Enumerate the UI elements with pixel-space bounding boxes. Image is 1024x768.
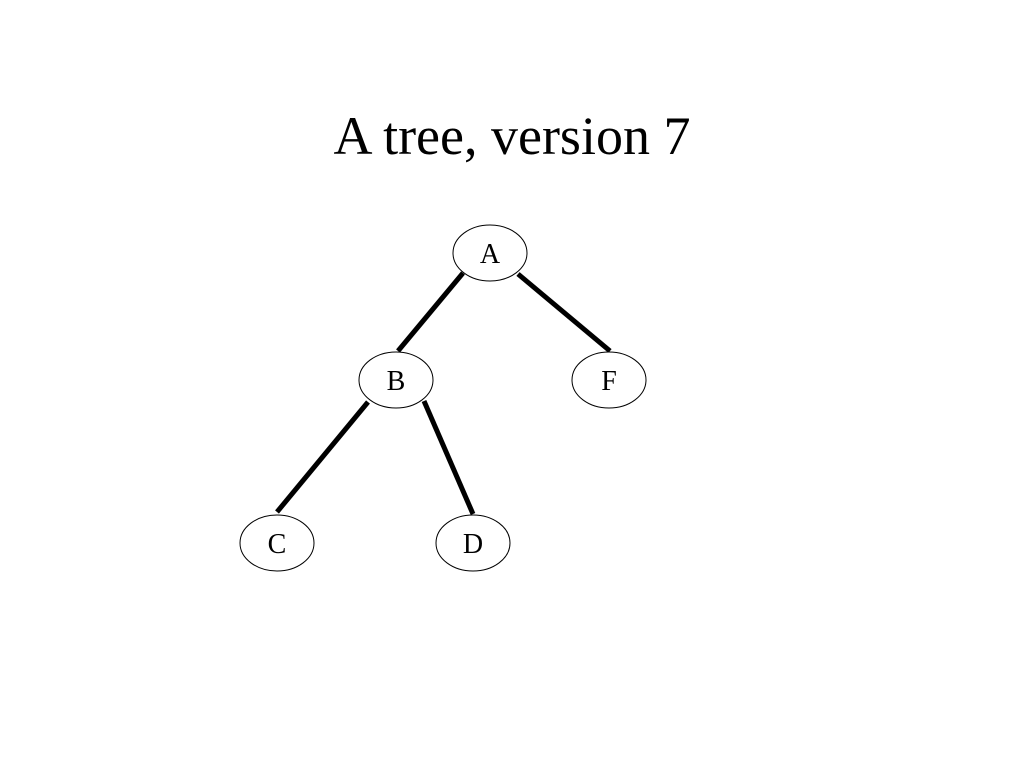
node-b-ellipse (358, 351, 434, 409)
node-d-ellipse (435, 514, 511, 572)
edge-a-f (516, 272, 612, 353)
node-f-ellipse (571, 351, 647, 409)
node-d-label: D (463, 529, 483, 560)
slide-title: A tree, version 7 (333, 106, 691, 166)
edge-a-b (396, 271, 465, 353)
node-a-ellipse (452, 224, 528, 282)
node-a-label: A (480, 239, 501, 270)
node-b: B (358, 351, 434, 409)
node-d: D (435, 514, 511, 572)
node-b-label: B (387, 366, 406, 397)
edge-b-d (421, 400, 476, 515)
node-a: A (452, 224, 528, 282)
node-c-label: C (268, 529, 287, 560)
node-f: F (571, 351, 647, 409)
node-c-ellipse (239, 514, 315, 572)
edge-b-c (275, 400, 370, 514)
node-c: C (239, 514, 315, 572)
node-f-label: F (601, 366, 617, 397)
